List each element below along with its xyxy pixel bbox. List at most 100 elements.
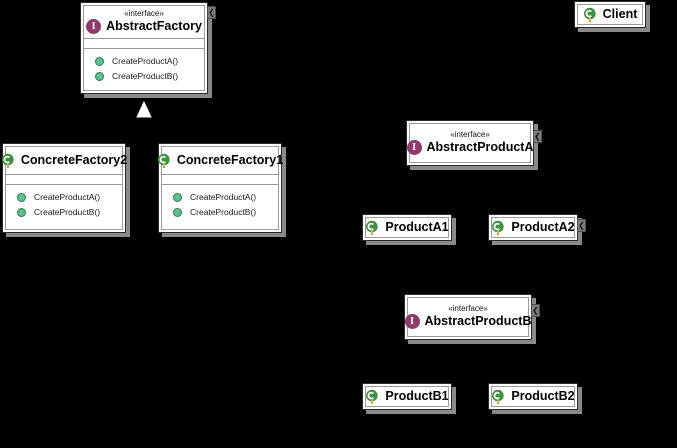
attributes-compartment (6, 175, 122, 184)
uml-class-abstract-product-a[interactable]: «interface» I AbstractProductA ❮ (406, 120, 542, 170)
node-header: ConcreteFactory2 (1, 147, 127, 174)
selection-handle[interactable]: ❮ (533, 130, 542, 143)
node-inner: ConcreteFactory2 CreateProductA() Create… (1, 146, 127, 230)
node-frame: ProductA2 (488, 214, 578, 241)
class-name-label: ProductB1 (385, 389, 449, 403)
class-icon (1, 153, 16, 168)
realization-arrowhead-abstract-factory (136, 100, 152, 118)
operation-row[interactable]: CreateProductA() (84, 54, 204, 69)
node-frame: ProductB2 (488, 383, 578, 410)
node-frame: Client (574, 1, 646, 28)
node-title-row: ProductA2 (491, 220, 575, 235)
operation-row[interactable]: CreateProductA() (162, 190, 278, 205)
operation-label: CreateProductB() (34, 207, 101, 217)
node-frame: «interface» I AbstractProductB (404, 294, 532, 340)
node-header: «interface» I AbstractProductA (406, 124, 533, 162)
class-name-label: ProductA2 (511, 220, 575, 234)
node-header: ConcreteFactory1 (157, 147, 283, 174)
node-title-row: Client (583, 7, 638, 22)
operation-label: CreateProductA() (34, 192, 101, 202)
node-inner: «interface» I AbstractProductB (404, 297, 531, 337)
node-frame: ConcreteFactory2 CreateProductA() Create… (1, 143, 127, 233)
node-frame: «interface» I AbstractProductA (406, 120, 534, 166)
node-inner: ConcreteFactory1 CreateProductA() Create… (157, 146, 283, 230)
attributes-compartment (84, 39, 204, 48)
operation-label: CreateProductA() (190, 192, 257, 202)
selection-handle[interactable]: ❮ (531, 304, 540, 317)
class-name-label: AbstractProductB (424, 314, 532, 328)
uml-class-product-a1[interactable]: ProductA1 (362, 214, 456, 245)
public-method-icon (173, 193, 182, 202)
node-header: ProductA2 (491, 218, 575, 237)
node-frame: «interface» I AbstractFactory CreateProd… (80, 2, 208, 94)
node-header: ProductB2 (491, 387, 575, 406)
interface-icon: I (404, 314, 420, 329)
node-title-row: ConcreteFactory1 (157, 153, 283, 168)
class-icon (491, 389, 506, 404)
operation-row[interactable]: CreateProductA() (6, 190, 122, 205)
interface-icon: I (86, 19, 102, 34)
public-method-icon (173, 208, 182, 217)
operations-compartment: CreateProductA() CreateProductB() (162, 185, 278, 229)
node-title-row: ConcreteFactory2 (1, 153, 127, 168)
node-header: «interface» I AbstractProductB (404, 298, 531, 336)
public-method-icon (17, 208, 26, 217)
class-name-label: AbstractFactory (106, 19, 202, 33)
realization-arrowhead-abstract-product-a (463, 168, 477, 182)
interface-icon-letter: I (412, 141, 416, 153)
compartment-separator (84, 38, 204, 39)
node-frame: ProductA1 (362, 214, 452, 241)
stereotype-label: «interface» (124, 9, 164, 18)
node-title-row: I AbstractFactory (86, 19, 202, 34)
node-title-row: I AbstractProductA (406, 140, 534, 155)
class-icon (365, 389, 380, 404)
node-inner: «interface» I AbstractFactory CreateProd… (83, 5, 205, 91)
class-name-label: ProductB2 (511, 389, 575, 403)
operations-compartment: CreateProductA() CreateProductB() (6, 185, 122, 229)
class-name-label: Client (602, 7, 638, 21)
uml-class-concrete-factory-1[interactable]: ConcreteFactory1 CreateProductA() Create… (157, 143, 286, 237)
uml-class-product-b1[interactable]: ProductB1 (362, 383, 456, 414)
node-title-row: I AbstractProductB (404, 314, 532, 329)
node-inner: ProductB2 (491, 386, 575, 407)
operation-row[interactable]: CreateProductB() (6, 205, 122, 220)
node-inner: ProductB1 (365, 386, 449, 407)
selection-handle[interactable]: ❮ (577, 219, 586, 232)
node-header: ProductA1 (365, 218, 449, 237)
node-frame: ProductB1 (362, 383, 452, 410)
compartment-separator (6, 174, 122, 175)
compartment-separator (6, 184, 122, 185)
compartment-separator (162, 184, 278, 185)
node-inner: «interface» I AbstractProductA (406, 123, 533, 163)
uml-class-product-a2[interactable]: ProductA2 ❮ (488, 214, 586, 245)
uml-class-client[interactable]: Client (574, 1, 650, 32)
node-inner: ProductA2 (491, 217, 575, 238)
class-icon (157, 153, 172, 168)
class-name-label: ProductA1 (385, 220, 449, 234)
operation-row[interactable]: CreateProductB() (162, 205, 278, 220)
operation-label: CreateProductB() (112, 71, 179, 81)
node-title-row: ProductB1 (365, 389, 449, 404)
node-title-row: ProductB2 (491, 389, 575, 404)
uml-class-abstract-product-b[interactable]: «interface» I AbstractProductB ❮ (404, 294, 540, 344)
class-icon (365, 220, 380, 235)
operation-label: CreateProductA() (112, 56, 179, 66)
class-name-label: AbstractProductA (426, 140, 534, 154)
node-header: «interface» I AbstractFactory (84, 6, 204, 38)
public-method-icon (95, 57, 104, 66)
class-name-label: ConcreteFactory2 (20, 153, 128, 167)
uml-class-concrete-factory-2[interactable]: ConcreteFactory2 CreateProductA() Create… (1, 143, 130, 237)
node-header: Client (578, 5, 642, 24)
interface-icon-letter: I (410, 315, 414, 327)
selection-handle[interactable]: ❮ (207, 6, 216, 19)
stereotype-label: «interface» (448, 304, 488, 313)
uml-class-product-b2[interactable]: ProductB2 (488, 383, 582, 414)
compartment-separator (84, 48, 204, 49)
uml-class-abstract-factory[interactable]: «interface» I AbstractFactory CreateProd… (80, 2, 216, 98)
operation-row[interactable]: CreateProductB() (84, 69, 204, 84)
node-frame: ConcreteFactory1 CreateProductA() Create… (157, 143, 283, 233)
interface-icon-letter: I (91, 20, 96, 32)
node-header: ProductB1 (365, 387, 449, 406)
compartment-separator (162, 174, 278, 175)
